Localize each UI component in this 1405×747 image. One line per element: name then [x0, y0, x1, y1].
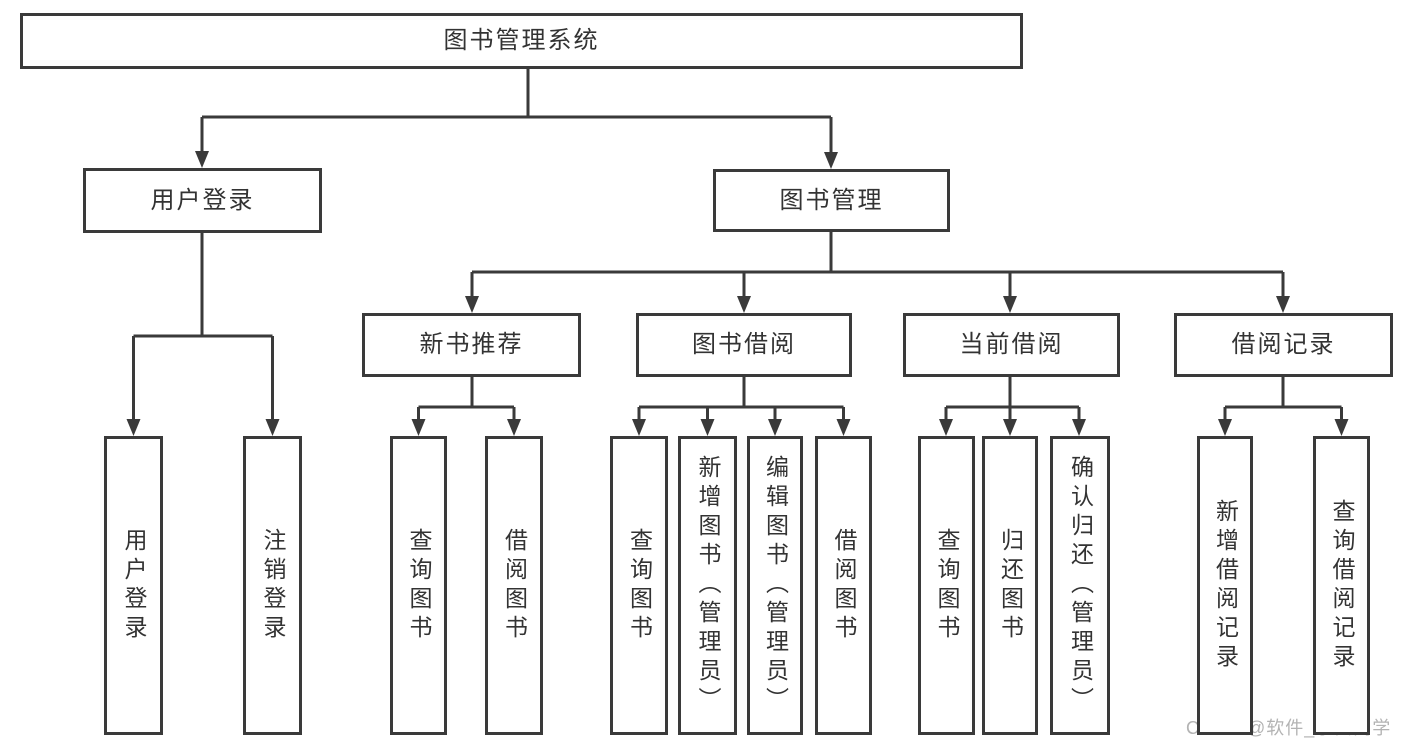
node-logout: 注销登录 [243, 436, 302, 735]
node-query-book-current: 查询图书 [918, 436, 975, 735]
node-book-borrow: 图书借阅 [636, 313, 852, 377]
node-label: 归还图书 [997, 527, 1024, 644]
node-book-mgmt: 图书管理 [713, 169, 950, 232]
node-label: 新增图书（管理员） [695, 455, 721, 716]
arrow-down-icon [411, 419, 426, 436]
node-query-book-new: 查询图书 [390, 436, 447, 735]
node-borrow-book-leaf: 借阅图书 [815, 436, 872, 735]
node-label: 当前借阅 [959, 331, 1064, 359]
node-label: 用户登录 [150, 186, 255, 214]
node-add-borrow-record: 新增借阅记录 [1197, 436, 1253, 735]
node-label: 用户登录 [121, 527, 147, 644]
arrow-down-icon [824, 152, 838, 169]
node-current-borrow: 当前借阅 [903, 313, 1120, 377]
node-edit-book-admin: 编辑图书（管理员） [747, 436, 803, 735]
node-return-book: 归还图书 [982, 436, 1038, 735]
node-user-login: 用户登录 [83, 168, 322, 233]
node-query-book-borrow: 查询图书 [610, 436, 668, 735]
node-new-book-recommend: 新书推荐 [362, 313, 581, 377]
arrow-down-icon [1218, 419, 1232, 436]
arrow-down-icon [195, 151, 209, 168]
node-label: 注销登录 [260, 527, 286, 644]
node-label: 查询图书 [626, 527, 653, 644]
node-add-book-admin: 新增图书（管理员） [678, 436, 737, 735]
arrow-down-icon [700, 419, 715, 436]
arrow-down-icon [768, 419, 782, 436]
node-label: 查询借阅记录 [1329, 498, 1355, 673]
node-label: 编辑图书（管理员） [762, 455, 789, 716]
arrow-down-icon [1003, 296, 1017, 313]
arrow-down-icon [632, 419, 646, 436]
node-query-borrow-record: 查询借阅记录 [1313, 436, 1370, 735]
node-label: 借阅图书 [501, 527, 528, 644]
arrow-down-icon [507, 419, 521, 436]
node-label: 图书管理系统 [443, 27, 600, 55]
node-label: 借阅图书 [831, 527, 857, 644]
node-label: 新书推荐 [419, 331, 524, 359]
node-confirm-return-admin: 确认归还（管理员） [1050, 436, 1110, 735]
node-borrow-record: 借阅记录 [1174, 313, 1393, 377]
node-borrow-book-new: 借阅图书 [485, 436, 543, 735]
node-label: 查询图书 [406, 527, 432, 644]
node-user-login-leaf: 用户登录 [104, 436, 163, 735]
arrow-down-icon [1003, 419, 1017, 436]
node-label: 查询图书 [934, 527, 960, 644]
node-root: 图书管理系统 [20, 13, 1023, 69]
node-label: 新增借阅记录 [1212, 498, 1239, 673]
arrow-down-icon [836, 419, 851, 436]
arrow-down-icon [939, 419, 953, 436]
arrow-down-icon [465, 296, 479, 313]
node-label: 图书借阅 [692, 331, 796, 359]
node-label: 确认归还（管理员） [1067, 455, 1094, 716]
arrow-down-icon [126, 419, 141, 436]
arrow-down-icon [1276, 296, 1290, 313]
arrow-down-icon [737, 296, 751, 313]
arrow-down-icon [1334, 419, 1349, 436]
node-label: 图书管理 [779, 186, 884, 214]
arrow-down-icon [1072, 419, 1086, 436]
arrow-down-icon [265, 419, 280, 436]
node-label: 借阅记录 [1231, 331, 1336, 359]
